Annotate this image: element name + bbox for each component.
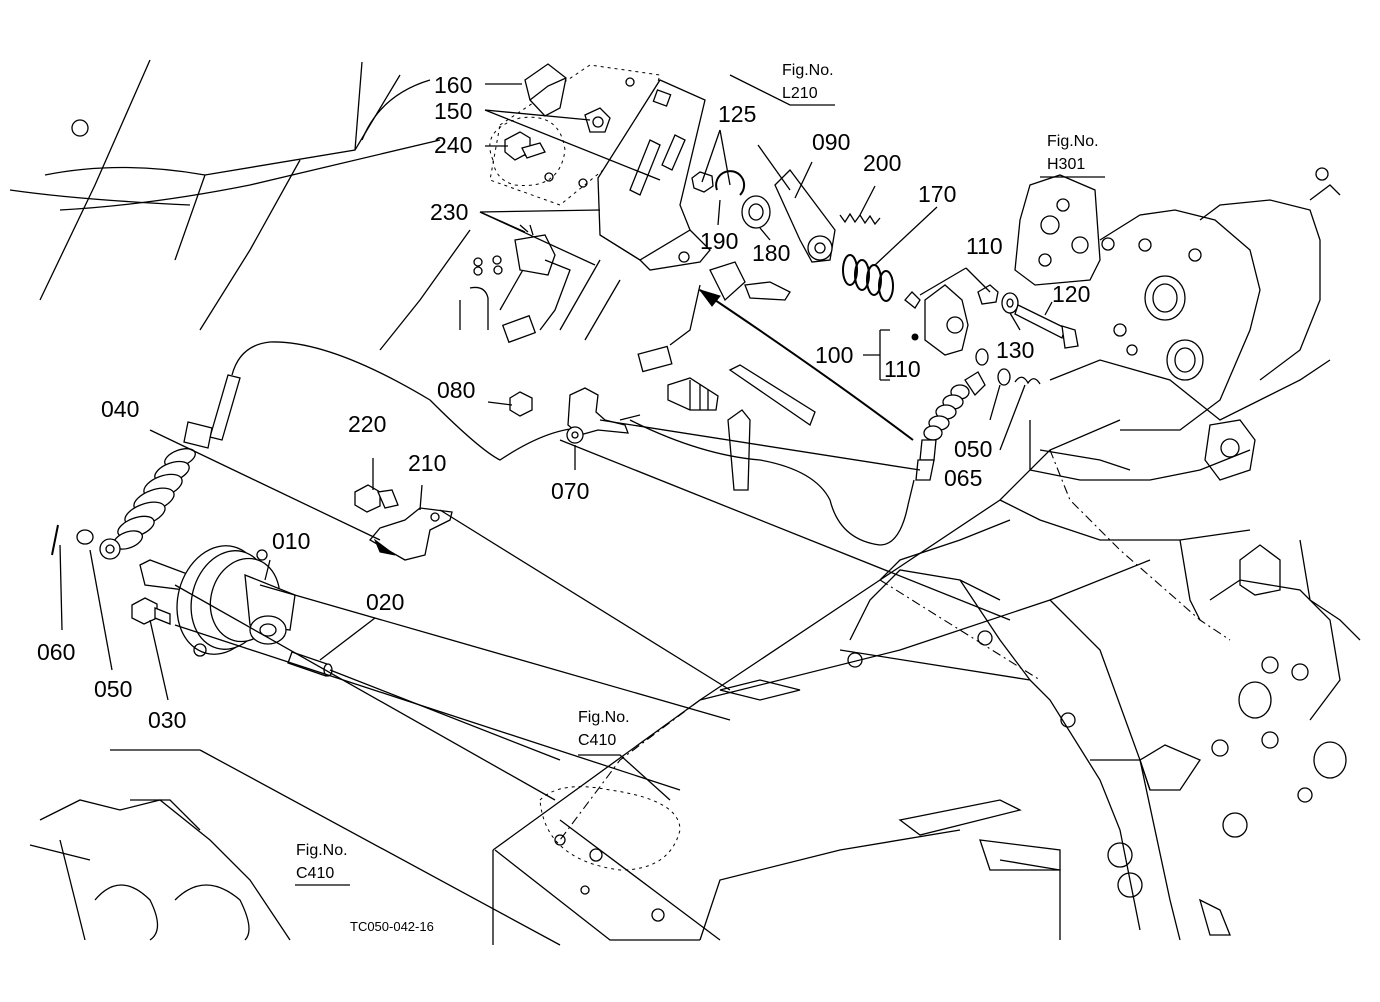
part-label-200: 200 (863, 150, 901, 176)
leader-lines (59, 74, 1105, 886)
part-label-230: 230 (430, 199, 468, 225)
fig-ref-l210-caption: Fig.No. (782, 62, 834, 79)
part-label-020: 020 (366, 589, 404, 615)
part-label-090: 090 (812, 129, 850, 155)
hydraulic-block (1014, 167, 1347, 803)
return-spring (842, 254, 894, 302)
part-label-100: 100 (815, 342, 853, 368)
part-label-110-upper: 110 (966, 233, 1003, 259)
part-label-120: 120 (1052, 281, 1090, 307)
part-label-065: 065 (944, 465, 982, 491)
part-label-080: 080 (437, 377, 475, 403)
part-label-030: 030 (148, 707, 186, 733)
cab-outline (9, 59, 621, 351)
part-labels: 160 150 240 230 125 090 200 170 190 180 … (37, 72, 1090, 733)
part-label-220: 220 (348, 411, 386, 437)
part-label-050-right: 050 (954, 436, 992, 462)
part-label-040: 040 (101, 396, 139, 422)
spring-and-lever-group (691, 169, 1079, 506)
part-label-190: 190 (700, 228, 738, 254)
part-label-010: 010 (272, 528, 310, 554)
fig-ref-c410-left-code: C410 (296, 865, 334, 882)
fig-ref-h301-code: H301 (1047, 156, 1085, 173)
part-label-210: 210 (408, 450, 446, 476)
part-label-050-left: 050 (94, 676, 132, 702)
cable-boot-right (907, 371, 986, 506)
part-label-060: 060 (37, 639, 75, 665)
release-cylinder (131, 484, 453, 677)
part-label-160: 160 (434, 72, 472, 98)
fig-ref-c410-left-caption: Fig.No. (296, 842, 348, 859)
pedal-bracket-assembly (473, 63, 791, 491)
clutch-cable-boot-left (51, 374, 241, 560)
fig-ref-h301-caption: Fig.No. (1047, 133, 1099, 150)
part-label-150: 150 (434, 98, 472, 124)
part-label-125: 125 (718, 101, 756, 127)
fig-ref-l210-code: L210 (782, 85, 818, 102)
fig-ref-c410-center-caption: Fig.No. (578, 709, 630, 726)
fig-ref-c410-center-code: C410 (578, 732, 616, 749)
drawing-code: TC050-042-16 (350, 919, 434, 934)
part-label-240: 240 (434, 132, 472, 158)
figure-references: Fig.No. L210 Fig.No. H301 Fig.No. C410 F… (296, 62, 1099, 882)
release-cable (231, 341, 909, 546)
bottom-left-housing (29, 749, 561, 946)
part-label-130: 130 (996, 337, 1034, 363)
part-label-180: 180 (752, 240, 790, 266)
part-label-170: 170 (918, 181, 956, 207)
transmission-case (492, 359, 1361, 945)
part-label-070: 070 (551, 478, 589, 504)
part-label-110-lower: 110 (884, 356, 921, 382)
